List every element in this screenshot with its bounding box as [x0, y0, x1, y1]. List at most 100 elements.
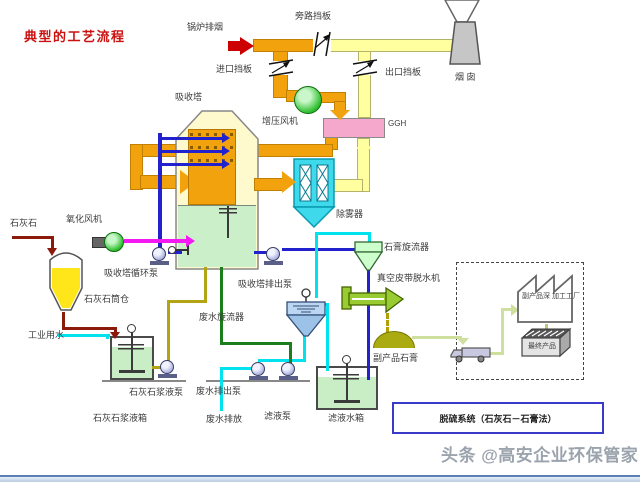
duct-arrow-down-icon: [330, 110, 350, 120]
spray-zone-hatch: [190, 133, 234, 136]
silo-outlet-line: [114, 327, 117, 333]
cyclone-underflow-line: [367, 270, 370, 380]
byproduct-processing-boundary: [456, 262, 584, 380]
limestone-feed-line: [51, 236, 54, 250]
oxidation-air-line: [124, 239, 188, 243]
label-factory: 副产品深 加工工厂: [522, 293, 580, 300]
label-outlet-damper: 出口挡板: [385, 67, 422, 77]
pump-platform: [206, 380, 310, 382]
boiler-flue-arrow-tail: [228, 41, 241, 51]
page-title: 典型的工艺流程: [24, 29, 126, 44]
label-oxidation-fan: 氧化风机: [66, 214, 103, 224]
watermark: 头条 @高安企业环保管家: [441, 446, 639, 465]
label-limestone: 石灰石: [10, 218, 38, 228]
industrial-water-line: [58, 334, 110, 337]
cyclone-overflow-line: [315, 232, 318, 298]
label-filtrate-pump: 滤液泵: [264, 411, 292, 421]
gypsum-pile-icon: [373, 331, 415, 348]
wastewater-pump-icon: [249, 362, 269, 380]
gypsum-cyclone: [353, 241, 384, 271]
duct-segment: [130, 144, 143, 190]
oxidation-air-arrow-icon: [186, 235, 195, 247]
truck-arrow-icon: [457, 338, 469, 345]
ls-tank-agitator-shaft: [131, 332, 133, 372]
filtrate-tank-agitator-blade: [334, 400, 360, 403]
spray-arrow-icon: [222, 133, 230, 143]
label-gypsum-cyclone: 石膏旋流器: [384, 242, 430, 252]
spray-zone-hatch: [190, 146, 234, 149]
filtrate-pump-icon: [279, 362, 299, 380]
pool-agitator-shaft: [227, 206, 229, 238]
spray-zone-hatch: [190, 159, 234, 162]
ww-cyclone-to-pump: [258, 359, 306, 362]
label-absorber: 吸收塔: [175, 92, 203, 102]
label-boiler-flue: 锅炉排烟: [187, 22, 224, 32]
side-agitator-icon: [168, 246, 176, 254]
label-wastewater-pump: 废水排出泵: [196, 386, 242, 396]
side-agitator-tip: [187, 244, 189, 255]
wastewater-cyclone: [285, 288, 327, 337]
demister-vessel: [292, 158, 336, 229]
silo-outlet-arrow-icon: [110, 332, 120, 339]
ls-slurry-line-h: [167, 300, 207, 303]
label-discharge-pump: 吸收塔排出泵: [238, 279, 293, 289]
spray-arrow-icon: [222, 146, 230, 156]
ls-tank-level-marks: [118, 344, 144, 352]
industrial-water-line: [106, 334, 109, 339]
label-ls-slurry-pump: 石灰石浆液泵: [129, 387, 184, 397]
label-limestone-silo: 石灰石筒仓: [84, 294, 130, 304]
ls-tank-agitator-blade: [119, 370, 145, 373]
boiler-flue-arrow-icon: [240, 37, 254, 55]
ggh-up-arrow-icon: [356, 140, 372, 149]
truck-to-factory-line: [490, 352, 504, 355]
label-industrial-water: 工业用水: [28, 330, 65, 340]
factory-to-product-line: [545, 324, 548, 332]
duct-segment: [327, 39, 459, 52]
duct-segment: [333, 179, 363, 192]
label-final-product: 最终产品: [528, 343, 556, 350]
disch-line: [282, 248, 360, 251]
side-agitator-shaft: [176, 249, 189, 251]
final-product-stack-icon: [520, 327, 572, 358]
system-caption-box: 脱硫系统（石灰石－石膏法）: [392, 402, 604, 434]
label-wastewater-discharge: 废水排放: [206, 414, 243, 424]
duct-segment: [357, 138, 370, 192]
label-stack: 烟 囱: [455, 72, 476, 82]
chimney-flare-icon: [444, 0, 480, 23]
limestone-slurry-pump-icon: [158, 360, 178, 378]
inlet-damper-icon: [268, 59, 294, 77]
ww-overflow-v: [326, 303, 329, 371]
oxidation-fan-icon: [104, 232, 124, 252]
filtrate-tank-agitator-shaft: [346, 363, 348, 403]
limestone-feed-line: [12, 236, 54, 239]
label-byproduct-gypsum: 副产品石膏: [373, 353, 419, 363]
factory-icon: [517, 273, 573, 323]
label-bypass-damper: 旁路挡板: [295, 11, 332, 21]
gypsum-drip-line: [386, 313, 389, 333]
factory-arrow-icon: [511, 304, 519, 316]
truck-to-factory-line: [501, 308, 512, 311]
spray-arrow-icon: [222, 159, 230, 169]
label-circulation-pump: 吸收塔循环泵: [104, 268, 159, 278]
limestone-feed-arrow-icon: [47, 248, 57, 256]
disch-pump-suction: [254, 251, 268, 254]
ls-slurry-line-up: [204, 267, 207, 303]
ww-discharge-v: [220, 367, 223, 411]
booster-fan-icon: [294, 86, 322, 114]
spray-pipe: [160, 163, 222, 166]
outlet-damper-icon: [352, 59, 378, 77]
label-booster-fan: 增压风机: [262, 116, 299, 126]
absorber-outlet-duct: [254, 178, 284, 191]
cyclone-overflow-line: [368, 232, 371, 242]
vacuum-belt-machine: [341, 286, 405, 314]
filtrate-return-v1: [220, 267, 223, 345]
silo-outlet-line: [62, 327, 117, 330]
pool-level-marks: [219, 208, 237, 216]
limestone-silo: [49, 252, 83, 311]
chimney-body-icon: [449, 21, 481, 65]
label-inlet-damper: 进口挡板: [216, 64, 253, 74]
slide-bottom-bar: [0, 475, 640, 482]
bypass-damper-icon: [313, 30, 331, 58]
label-demister: 除雾器: [336, 209, 364, 219]
